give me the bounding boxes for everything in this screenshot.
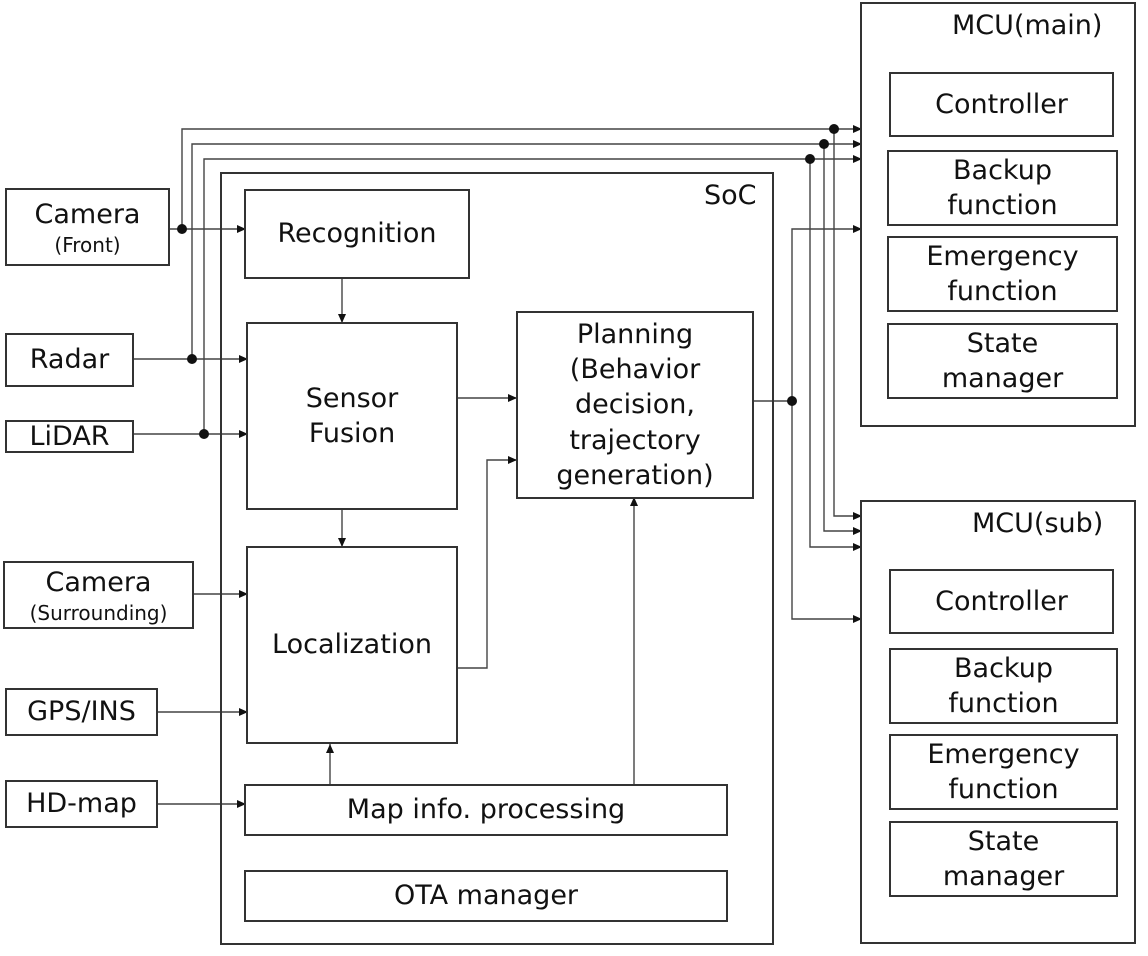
ota-manager-label: OTA manager [393, 880, 579, 912]
soc-frame [220, 172, 774, 945]
mcu-main-emergency-label-1: Emergency [926, 240, 1079, 272]
ota-manager-block: OTA manager [244, 870, 728, 922]
sensor-fusion-label-2: Fusion [308, 418, 396, 449]
planning-label-3: decision, [575, 389, 695, 421]
lidar-label: LiDAR [29, 420, 110, 452]
mcu-sub-emergency-block: Emergency function [889, 734, 1118, 810]
lidar-block: LiDAR [5, 420, 134, 453]
planning-label-5: generation) [556, 459, 714, 491]
recognition-label: Recognition [277, 218, 437, 250]
mcu-main-state-label-1: State [966, 327, 1039, 359]
junction-dot [805, 154, 815, 164]
junction-dot [187, 354, 197, 364]
camera-surrounding-sublabel: (Surrounding) [29, 600, 168, 625]
radar-block: Radar [5, 333, 134, 387]
mcu-sub-controller-block: Controller [889, 569, 1114, 634]
mcu-sub-title: MCU(sub) [972, 508, 1104, 539]
junction-dot [199, 429, 209, 439]
mcu-sub-emergency-label-1: Emergency [927, 738, 1080, 770]
recognition-block: Recognition [244, 189, 470, 279]
gps-ins-block: GPS/INS [5, 688, 158, 736]
mcu-main-backup-block: Backup function [887, 150, 1118, 226]
sensor-fusion-block: Sensor Fusion [246, 322, 458, 510]
planning-label-4: trajectory [569, 424, 701, 456]
mcu-main-emergency-block: Emergency function [887, 236, 1118, 312]
planning-label-1: Planning [576, 319, 694, 351]
mcu-sub-frame [860, 500, 1136, 944]
mcu-main-state-manager-block: State manager [887, 323, 1118, 399]
junction-dot [177, 224, 187, 234]
camera-front-sublabel: (Front) [54, 232, 121, 257]
hd-map-block: HD-map [5, 780, 158, 828]
planning-label-2: (Behavior [569, 354, 701, 386]
junction-dot [829, 124, 839, 134]
mcu-main-title: MCU(main) [952, 10, 1103, 41]
localization-label: Localization [272, 629, 432, 661]
map-info-processing-label: Map info. processing [346, 794, 626, 826]
radar-label: Radar [29, 344, 110, 376]
camera-front-block: Camera (Front) [5, 188, 170, 266]
mcu-sub-backup-label-1: Backup [954, 652, 1053, 684]
planning-block: Planning (Behavior decision, trajectory … [516, 311, 754, 499]
mcu-sub-state-label-2: manager [942, 861, 1065, 892]
mcu-main-controller-block: Controller [889, 72, 1114, 137]
mcu-main-state-label-2: manager [941, 363, 1064, 394]
map-info-processing-block: Map info. processing [244, 784, 728, 836]
gps-ins-label: GPS/INS [27, 696, 136, 728]
sensor-fusion-label-1: Sensor [305, 382, 399, 414]
mcu-sub-state-manager-block: State manager [889, 821, 1118, 897]
mcu-main-frame [860, 2, 1136, 427]
junction-dot [787, 396, 797, 406]
camera-front-label: Camera [34, 199, 141, 231]
mcu-sub-backup-block: Backup function [889, 648, 1118, 724]
mcu-main-controller-label: Controller [935, 88, 1068, 120]
localization-block: Localization [246, 546, 458, 744]
junction-dot [819, 139, 829, 149]
mcu-sub-backup-label-2: function [948, 688, 1059, 719]
soc-title: SoC [704, 180, 757, 211]
hd-map-label: HD-map [26, 788, 137, 820]
mcu-main-emergency-label-2: function [947, 276, 1058, 307]
mcu-main-backup-label-1: Backup [953, 154, 1052, 186]
camera-surrounding-block: Camera (Surrounding) [3, 561, 194, 629]
mcu-sub-emergency-label-2: function [948, 774, 1059, 805]
mcu-sub-state-label-1: State [967, 825, 1040, 857]
mcu-main-backup-label-2: function [947, 190, 1058, 221]
mcu-sub-controller-label: Controller [935, 585, 1068, 617]
camera-surrounding-label: Camera [45, 567, 152, 599]
